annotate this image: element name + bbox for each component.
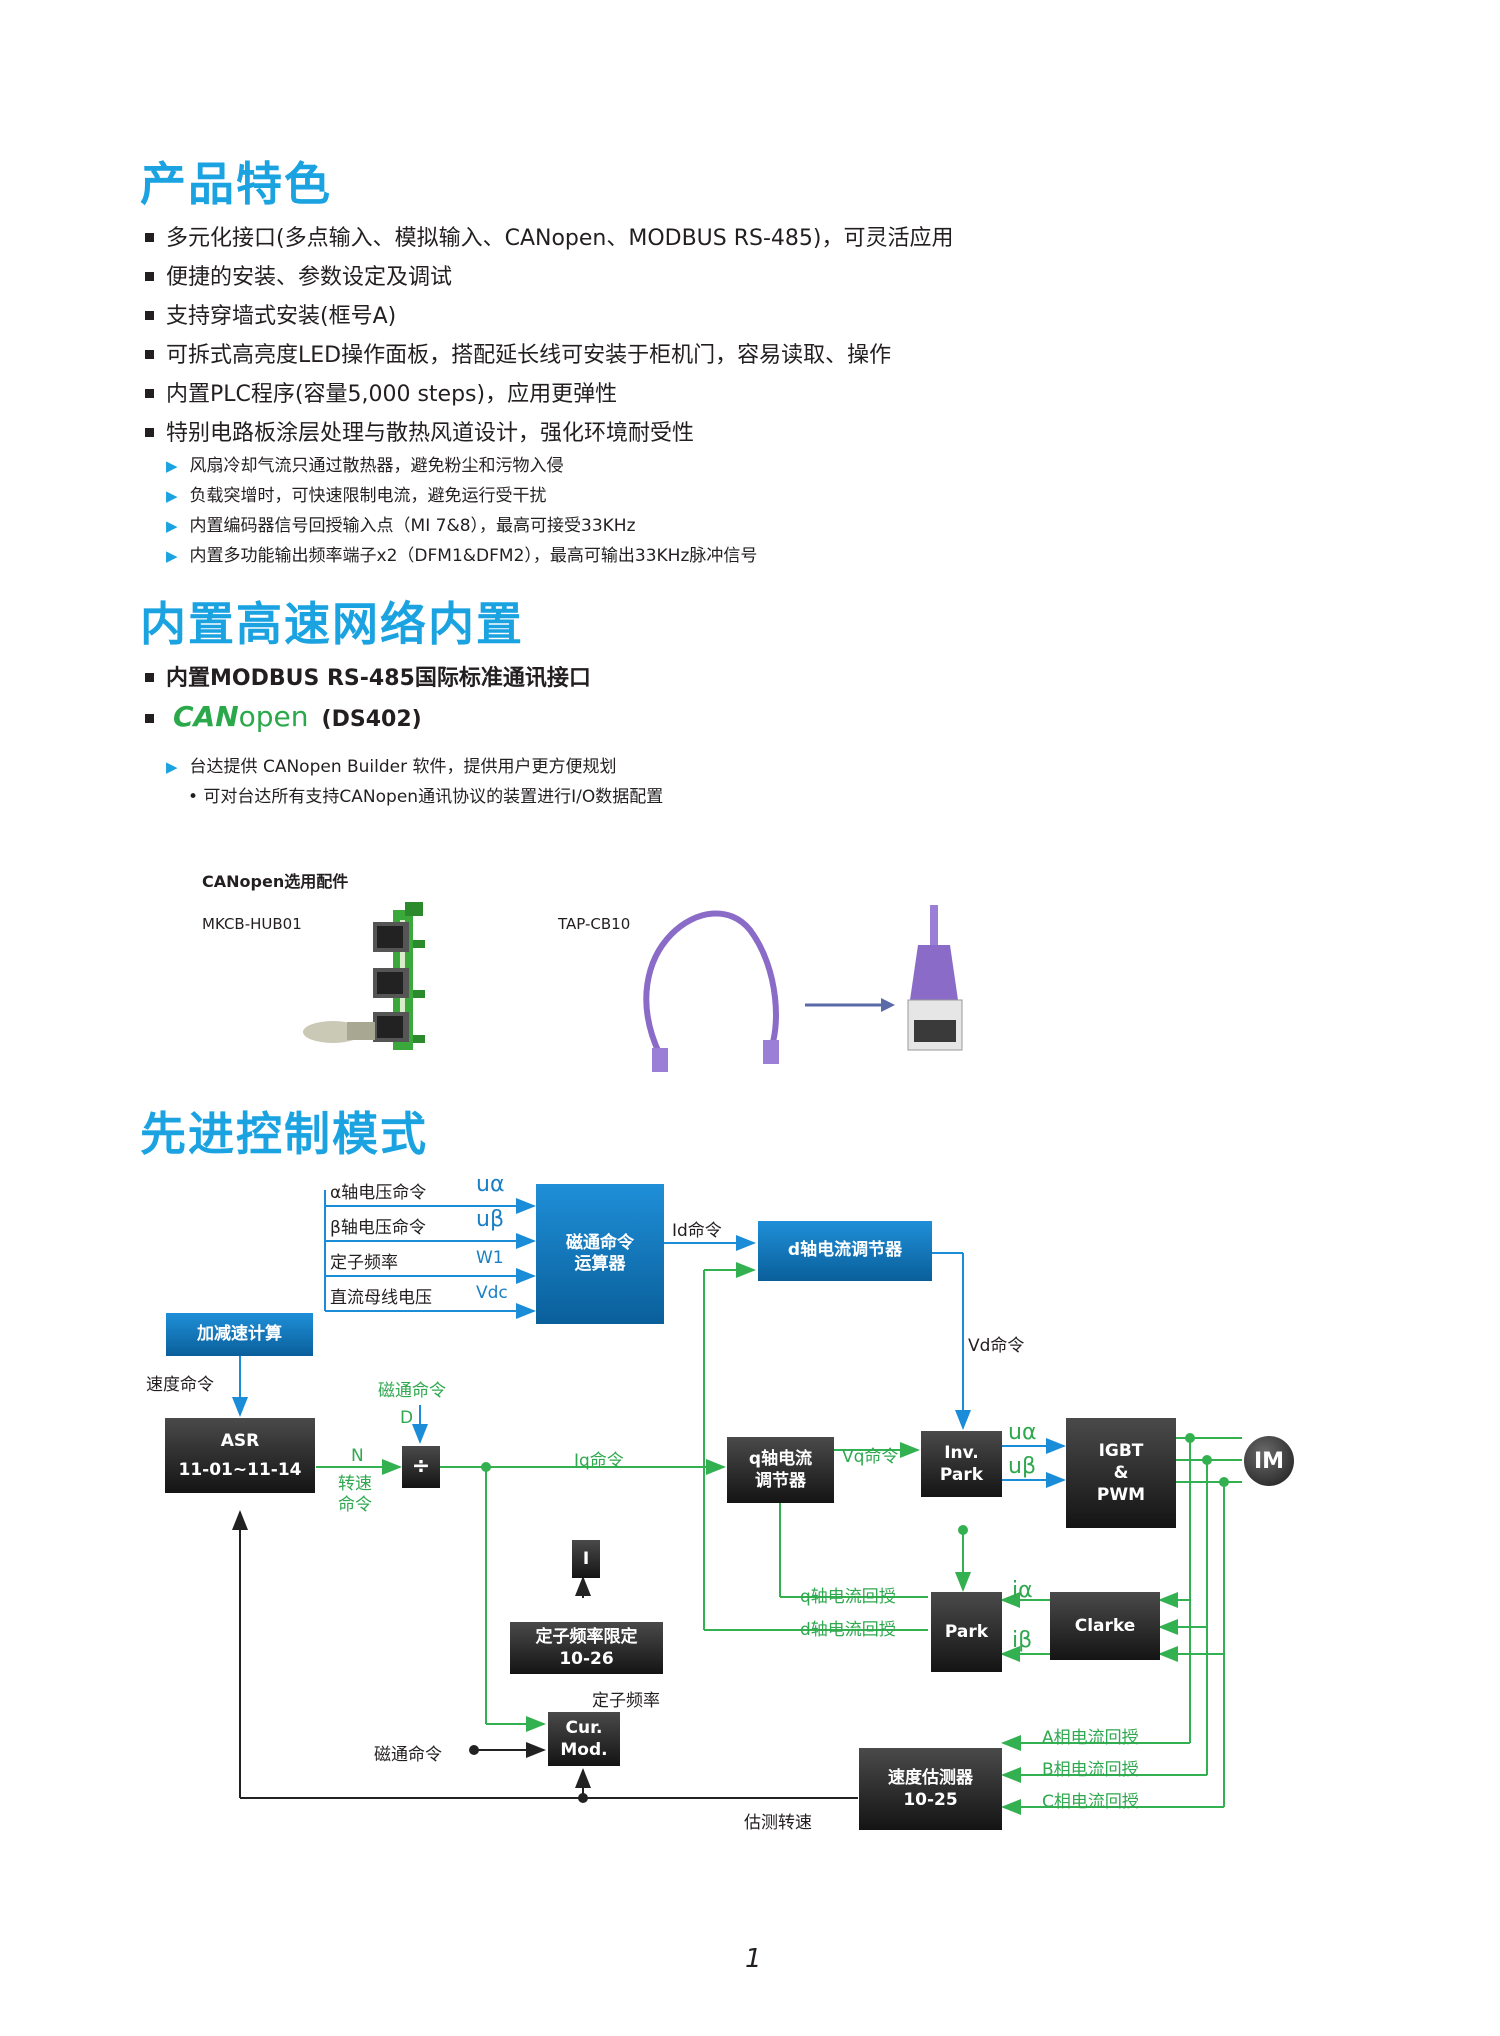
u-beta-label: uβ xyxy=(1008,1454,1036,1479)
q-axis-current-regulator: q轴电流 调节器 xyxy=(727,1437,834,1503)
page-number: 1 xyxy=(745,1944,762,1974)
triangle-icon: ▶ xyxy=(166,457,178,475)
stator-frequency-label: 定子频率 xyxy=(592,1691,660,1711)
feature-sub-bullet: ▶风扇冷却气流只通过散热器，避免粉尘和污物入侵 xyxy=(166,456,564,476)
igbt-pwm-block: IGBT & PWM xyxy=(1066,1418,1176,1528)
current-model-block: Cur. Mod. xyxy=(548,1712,620,1766)
cable-model-label: TAP-CB10 xyxy=(558,915,631,933)
d-label: D xyxy=(400,1408,414,1428)
i-beta-label: iβ xyxy=(1012,1628,1033,1653)
network-bullet-modbus: 内置MODBUS RS-485国际标准通讯接口 xyxy=(145,660,591,692)
triangle-icon: ▶ xyxy=(166,547,178,565)
feature-bullet: 支持穿墙式安装(框号A) xyxy=(145,298,396,330)
phase-b-feedback-label: B相电流回授 xyxy=(1042,1760,1139,1780)
vd-command-label: Vd命令 xyxy=(968,1336,1025,1356)
network-bullet-canopen: CANopen (DS402) xyxy=(145,700,422,733)
accessories-title: CANopen选用配件 xyxy=(202,872,349,891)
speed-command-label: 速度命令 xyxy=(146,1375,214,1395)
d-current-feedback-label: d轴电流回授 xyxy=(800,1620,896,1640)
network-title: 内置高速网络内置 xyxy=(140,597,524,651)
asr-block: ASR 11-01~11-14 xyxy=(165,1418,315,1493)
input-sym-u-alpha: uα xyxy=(476,1172,505,1197)
flux-command-calculator: 磁通命令 运算器 xyxy=(536,1184,664,1324)
n-label: N xyxy=(351,1446,364,1466)
clarke-block: Clarke xyxy=(1050,1592,1160,1660)
inverse-park-block: Inv. Park xyxy=(921,1431,1002,1497)
flux-command-top-label: 磁通命令 xyxy=(378,1381,446,1401)
arrow-icon xyxy=(805,998,895,1012)
accel-decel-calculator: 加减速计算 xyxy=(166,1313,313,1356)
features-title: 产品特色 xyxy=(140,157,332,211)
canopen-logo: CANopen xyxy=(173,700,309,733)
input-label-dc-bus: 直流母线电压 xyxy=(330,1288,432,1308)
id-command-label: Id命令 xyxy=(672,1221,722,1241)
iq-command-label: Iq命令 xyxy=(574,1451,624,1471)
rj45-port xyxy=(373,1012,409,1042)
feature-sub-bullet: ▶内置编码器信号回授输入点（MI 7&8），最高可接受33KHz xyxy=(166,516,636,536)
q-current-feedback-label: q轴电流回授 xyxy=(800,1587,896,1607)
feature-bullet: 内置PLC程序(容量5,000 steps)，应用更弹性 xyxy=(145,376,617,408)
phase-c-feedback-label: C相电流回授 xyxy=(1042,1792,1139,1812)
feature-sub-bullet: ▶内置多功能输出频率端子x2（DFM1&DFM2），最高可输出33KHz脉冲信号 xyxy=(166,546,758,566)
induction-motor: IM xyxy=(1244,1436,1294,1486)
triangle-icon: ▶ xyxy=(166,487,178,505)
control-title: 先进控制模式 xyxy=(140,1107,428,1161)
speed-estimator-block: 速度估测器 10-25 xyxy=(859,1748,1002,1830)
connector-closeup-image xyxy=(907,905,963,1051)
triangle-icon: ▶ xyxy=(166,517,178,535)
input-label-alpha-voltage: α轴电压命令 xyxy=(330,1183,427,1203)
feature-bullet: 便捷的安装、参数设定及调试 xyxy=(145,259,452,291)
feature-sub-bullet: ▶负载突增时，可快速限制电流，避免运行受干扰 xyxy=(166,486,547,506)
input-label-stator-freq: 定子频率 xyxy=(330,1253,398,1273)
input-sym-w1: W1 xyxy=(476,1248,504,1268)
feature-bullet: 特别电路板涂层处理与散热风道设计，强化环境耐受性 xyxy=(145,415,694,447)
speed-label: 转速 命令 xyxy=(338,1474,372,1516)
input-label-beta-voltage: β轴电压命令 xyxy=(330,1218,426,1238)
d-axis-current-regulator: d轴电流调节器 xyxy=(758,1221,932,1281)
stator-frequency-limit-block: 定子频率限定 10-26 xyxy=(510,1622,663,1674)
park-block: Park xyxy=(931,1592,1002,1672)
hub-model-label: MKCB-HUB01 xyxy=(202,915,302,933)
u-alpha-label: uα xyxy=(1008,1420,1037,1445)
vq-command-label: Vq命令 xyxy=(842,1447,899,1467)
rj45-port xyxy=(373,922,409,952)
flux-command-bottom-label: 磁通命令 xyxy=(374,1745,442,1765)
integrator-block: I xyxy=(572,1540,600,1578)
divide-block: ÷ xyxy=(402,1446,440,1488)
feature-bullet: 可拆式高亮度LED操作面板，搭配延长线可安装于柜机门，容易读取、操作 xyxy=(145,337,891,369)
network-sub-note: • 可对台达所有支持CANopen通讯协议的装置进行I/O数据配置 xyxy=(188,787,664,807)
input-sym-u-beta: uβ xyxy=(476,1207,504,1232)
estimated-speed-label: 估测转速 xyxy=(744,1813,812,1833)
phase-a-feedback-label: A相电流回授 xyxy=(1042,1728,1139,1748)
i-alpha-label: iα xyxy=(1012,1578,1033,1603)
terminator-plug xyxy=(303,1021,375,1043)
rj45-port xyxy=(373,968,409,998)
input-sym-vdc: Vdc xyxy=(476,1283,508,1303)
hub-image xyxy=(303,902,425,1050)
cable-image xyxy=(643,910,779,1072)
triangle-icon: ▶ xyxy=(166,758,178,776)
network-sub-bullet: ▶台达提供 CANopen Builder 软件，提供用户更方便规划 xyxy=(166,757,617,777)
feature-bullet: 多元化接口(多点输入、模拟输入、CANopen、MODBUS RS-485)，可… xyxy=(145,220,954,252)
